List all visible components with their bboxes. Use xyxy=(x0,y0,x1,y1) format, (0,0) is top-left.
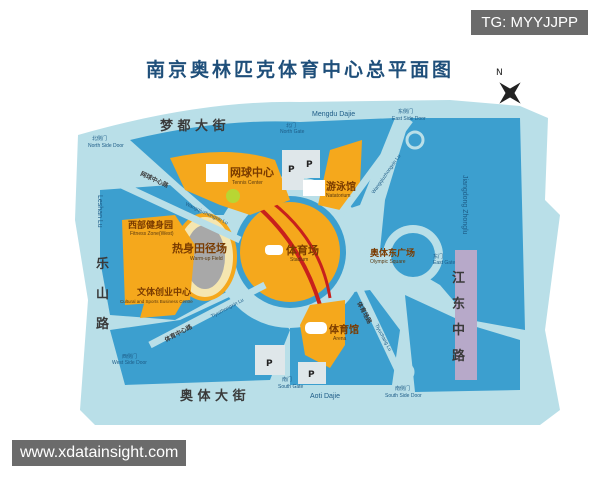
tennis-icon xyxy=(206,164,228,182)
parking-icon: P xyxy=(266,359,273,369)
road-south-en: Aoti Dajie xyxy=(310,393,340,400)
roundabout-ne xyxy=(405,130,425,150)
stadium-label-en: Stadium xyxy=(290,257,308,263)
road-west-cn-2: 山 xyxy=(96,286,109,302)
tennis-label-cn: 网球中心 xyxy=(230,165,274,179)
business-label-en: Cultural and Sports Business Centre xyxy=(120,299,193,304)
fitness-venue[interactable] xyxy=(122,215,195,305)
road-east-cn-4: 路 xyxy=(452,348,466,364)
road-ne[interactable] xyxy=(337,117,413,218)
gate-south-side-cn: 南侧门 xyxy=(395,385,410,392)
map-title: 南京奥林匹克体育中心总平面图 xyxy=(145,59,454,81)
square-label-cn: 奥体东广场 xyxy=(369,247,415,259)
gate-south-side-en: South Side Door xyxy=(385,393,422,399)
watermark-bottom: www.xdatainsight.com xyxy=(12,440,187,466)
road-north-cn: 梦 都 大 街 xyxy=(160,118,226,134)
road-east-cn-1: 江 xyxy=(452,270,465,286)
natatorium-venue[interactable] xyxy=(318,140,362,210)
block-east xyxy=(380,118,525,330)
parking-icon: P xyxy=(306,160,313,170)
arena-icon xyxy=(305,322,327,334)
gate-east-cn: 东门 xyxy=(433,253,443,260)
fitness-label-en: Fitness Zone(West) xyxy=(130,231,174,237)
road-north-en: Mengdu Dajie xyxy=(312,111,355,118)
gate-west-side-cn: 西侧门 xyxy=(122,353,137,360)
arena-label-en: Arena xyxy=(333,336,347,342)
north-compass-icon: N xyxy=(496,68,521,104)
road-west-en: Leshan Lu xyxy=(96,195,103,228)
gate-east-side-cn: 东侧门 xyxy=(398,108,413,115)
fitness-label-cn: 西部健身园 xyxy=(128,219,173,231)
tennis-label-en: Tennis Center xyxy=(232,180,263,186)
arena-venue[interactable] xyxy=(300,300,345,368)
gate-east-en: East Gate xyxy=(433,260,455,266)
gate-north-cn: 北门 xyxy=(286,122,296,129)
warmup-field-infield xyxy=(185,225,225,289)
roundabout-se xyxy=(395,362,415,382)
arena-label-cn: 体育馆 xyxy=(329,323,359,336)
tennis-venue[interactable] xyxy=(170,151,290,215)
parking-icon: P xyxy=(308,370,315,380)
parking-icon: P xyxy=(288,165,295,175)
gate-north-side-en: North Side Door xyxy=(88,143,124,149)
road-west-cn-3: 路 xyxy=(96,316,110,332)
gate-south-en: South Gate xyxy=(278,384,304,390)
road-wangqiuzhongxin[interactable] xyxy=(98,171,242,244)
east-plaza-strip xyxy=(455,250,477,380)
parking-areas: P P P P xyxy=(255,150,326,384)
tennis-ball-icon xyxy=(226,189,240,203)
business-venue[interactable] xyxy=(140,298,185,318)
olympic-square-center xyxy=(391,233,435,277)
business-label-cn: 文体创业中心 xyxy=(136,286,191,298)
road-west-cn-1: 乐 xyxy=(96,256,109,272)
stadium-icon xyxy=(265,245,283,255)
stadium-label-cn: 体育场 xyxy=(286,243,319,257)
square-label-en: Olympic Square xyxy=(370,259,406,265)
road-south-cn: 奥 体 大 街 xyxy=(180,388,246,404)
road-tiyuzhongxin[interactable] xyxy=(148,281,267,349)
gate-east-side-en: East Side Door xyxy=(392,116,426,122)
natatorium-label-en: Natatorium xyxy=(326,193,350,199)
watermark-top: TG: MYYJJPP xyxy=(471,10,588,35)
road-east-cn-3: 中 xyxy=(452,322,465,338)
gate-west-side-en: West Side Door xyxy=(112,360,147,366)
swimmer-icon xyxy=(303,180,325,196)
warmup-label-en: Warm-up Field xyxy=(190,256,223,262)
road-east-en: Jiangdong Zhonglu xyxy=(461,175,468,235)
stadium-venue[interactable] xyxy=(240,202,340,302)
gates: 北侧门 North Side Door 北门 North Gate 东侧门 Ea… xyxy=(88,108,455,399)
gate-south-cn: 南门 xyxy=(282,376,292,383)
natatorium-label-cn: 游泳馆 xyxy=(326,180,356,193)
compass-n-label: N xyxy=(496,68,503,78)
warmup-label-cn: 热身田径场 xyxy=(172,241,227,255)
gate-north-side-cn: 北侧门 xyxy=(92,135,107,142)
road-east-cn-2: 东 xyxy=(452,296,465,312)
gate-north-en: North Gate xyxy=(280,129,305,135)
